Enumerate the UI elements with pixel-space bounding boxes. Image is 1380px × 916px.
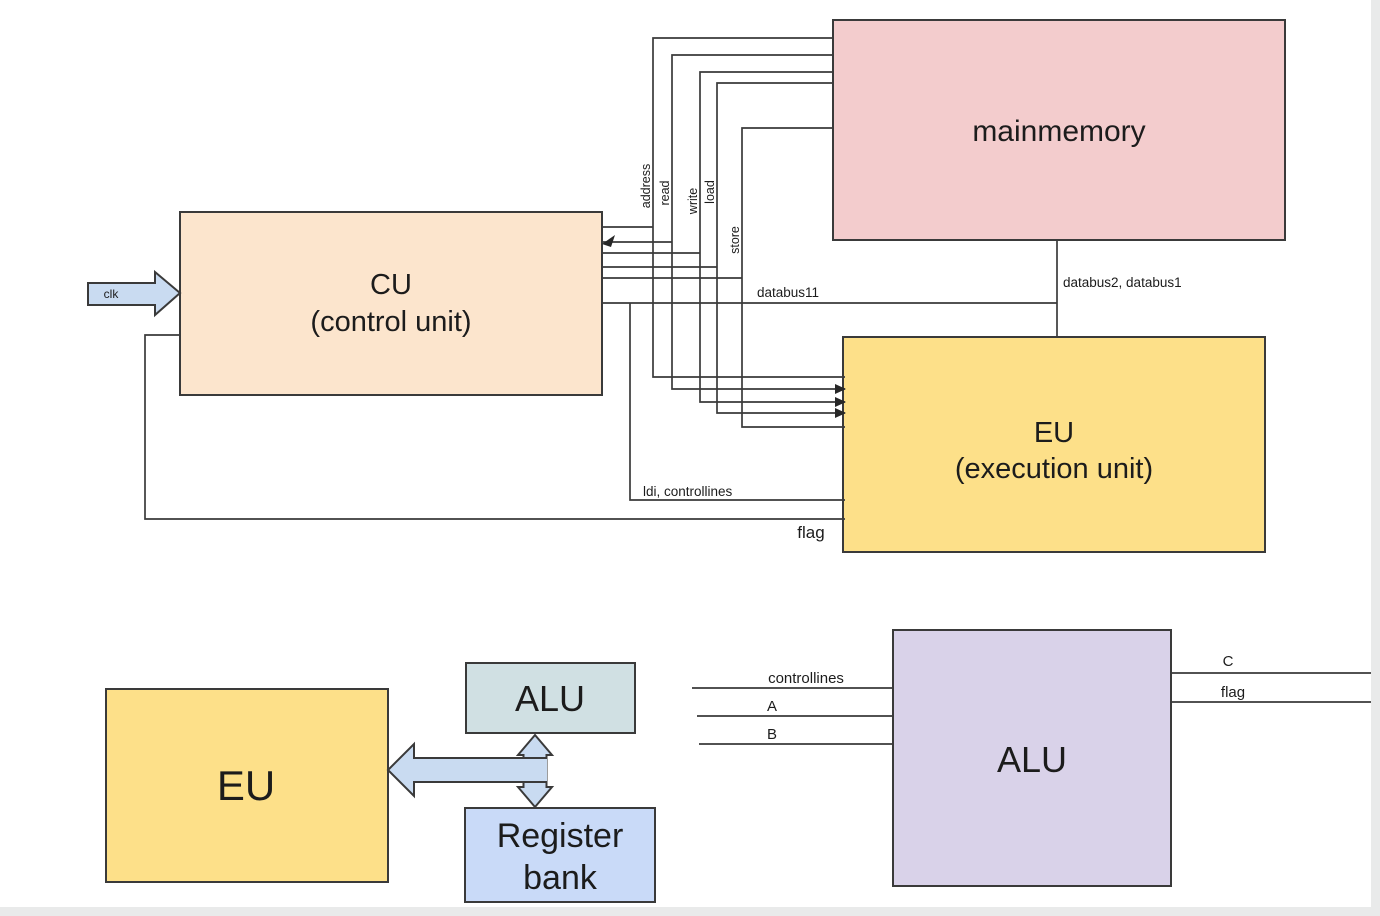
register-bank-label-line2: bank (523, 859, 598, 897)
mainmemory-box (832, 19, 1286, 241)
register-bank-box (464, 807, 656, 903)
eu-top-box-subtitle: (execution unit) (955, 453, 1153, 485)
eu-entry-arrowheads (835, 384, 846, 418)
read-line-arrowhead (602, 235, 615, 247)
b-input-label: B (767, 726, 777, 743)
register-bank-label-line1: Register (497, 817, 624, 855)
mainmemory-box-label: mainmemory (972, 115, 1145, 148)
load-line (602, 82, 845, 414)
eu-bottom-box-label: EU (217, 762, 275, 809)
clk-label: clk (104, 287, 120, 301)
canvas-edge-right (1371, 0, 1380, 916)
cu-box-title: CU (370, 269, 412, 301)
alu-large-box-label: ALU (997, 739, 1067, 780)
cu-box-subtitle: (control unit) (310, 306, 471, 338)
clk-arrow (87, 269, 182, 318)
read-label: read (658, 180, 672, 205)
cu-box (179, 211, 603, 396)
eu-bottom-box (105, 688, 389, 883)
store-label: store (728, 226, 742, 254)
flag-feedback-label: flag (797, 523, 824, 542)
eu-top-box-title: EU (1034, 417, 1074, 449)
alu-small-box-label: ALU (515, 678, 585, 719)
read-line (602, 54, 845, 390)
address-label: address (639, 164, 653, 208)
flag-feedback-line (144, 334, 845, 520)
write-label: write (686, 188, 700, 215)
load-label: load (703, 180, 717, 204)
eu-top-box (842, 336, 1266, 553)
alu-small-box (465, 662, 636, 734)
ldi-controllines-line (629, 303, 845, 501)
store-line (602, 127, 845, 428)
a-input-label: A (767, 698, 777, 715)
controllines-input-label: controllines (768, 670, 844, 687)
write-line (602, 71, 845, 403)
ldi-controllines-label: ldi, controllines (643, 484, 733, 499)
canvas-edge-bottom (0, 907, 1380, 916)
eu-alu-horizontal-arrow (386, 741, 547, 799)
alu-large-box (892, 629, 1172, 887)
databus11-label: databus11 (757, 285, 819, 300)
c-output-label: C (1223, 653, 1234, 670)
databus21-label: databus2, databus1 (1063, 275, 1182, 290)
flag-output-label: flag (1221, 684, 1245, 701)
address-line (602, 37, 845, 378)
